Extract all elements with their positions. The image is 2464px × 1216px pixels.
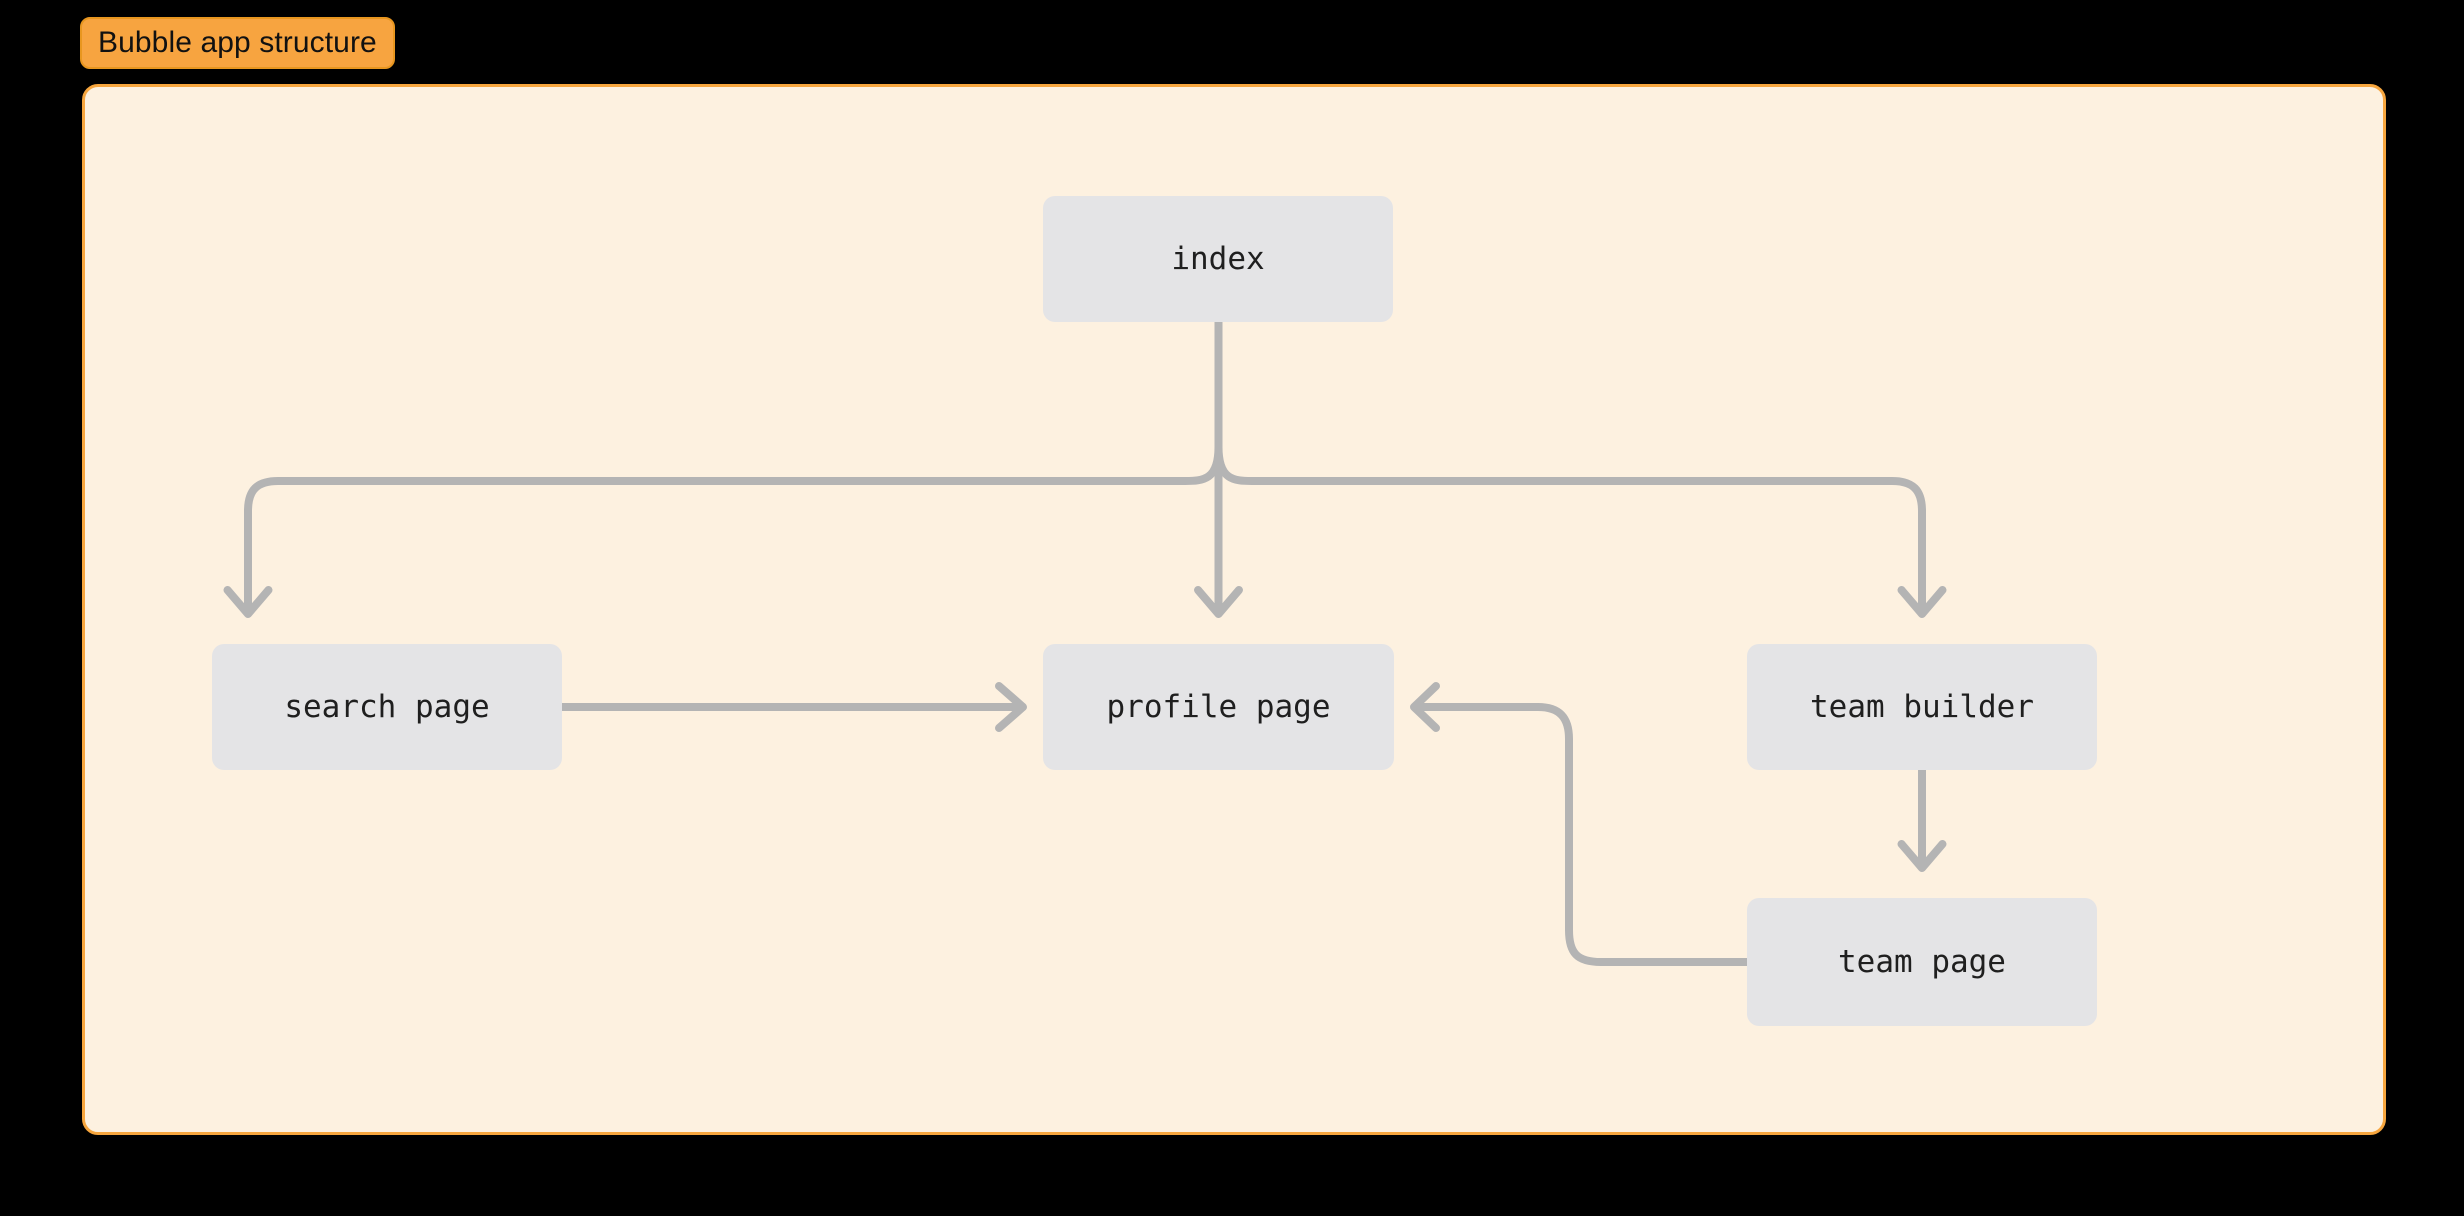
node-search-page-label: search page [284, 688, 490, 725]
diagram-frame: index search page profile page team buil… [82, 84, 2386, 1135]
edge-index-to-team-builder [1214, 443, 1926, 616]
edge-team-builder-to-team-page-arrowhead [1897, 840, 1947, 872]
node-team-builder-label: team builder [1810, 688, 2034, 725]
node-team-page-label: team page [1838, 943, 2006, 980]
node-profile-page-label: profile page [1106, 688, 1331, 725]
node-team-page[interactable]: team page [1747, 898, 2097, 1026]
diagram-title-label: Bubble app structure [98, 26, 377, 59]
edge-team-page-to-profile-page-arrowhead [1410, 682, 1440, 732]
edge-index-to-search-page-arrowhead [223, 586, 273, 618]
edge-index-to-search-page [244, 443, 1223, 616]
node-profile-page[interactable]: profile page [1043, 644, 1394, 770]
node-index[interactable]: index [1043, 196, 1393, 322]
node-index-label: index [1171, 240, 1265, 277]
edge-index-to-profile-page-arrowhead [1194, 586, 1243, 618]
node-team-builder[interactable]: team builder [1747, 644, 2097, 770]
edge-team-page-to-profile-page [1412, 703, 1751, 966]
node-search-page[interactable]: search page [212, 644, 562, 770]
diagram-title-badge: Bubble app structure [80, 17, 395, 69]
edge-search-page-to-profile-page-arrowhead [995, 682, 1027, 732]
edge-index-to-team-builder-arrowhead [1897, 586, 1947, 618]
